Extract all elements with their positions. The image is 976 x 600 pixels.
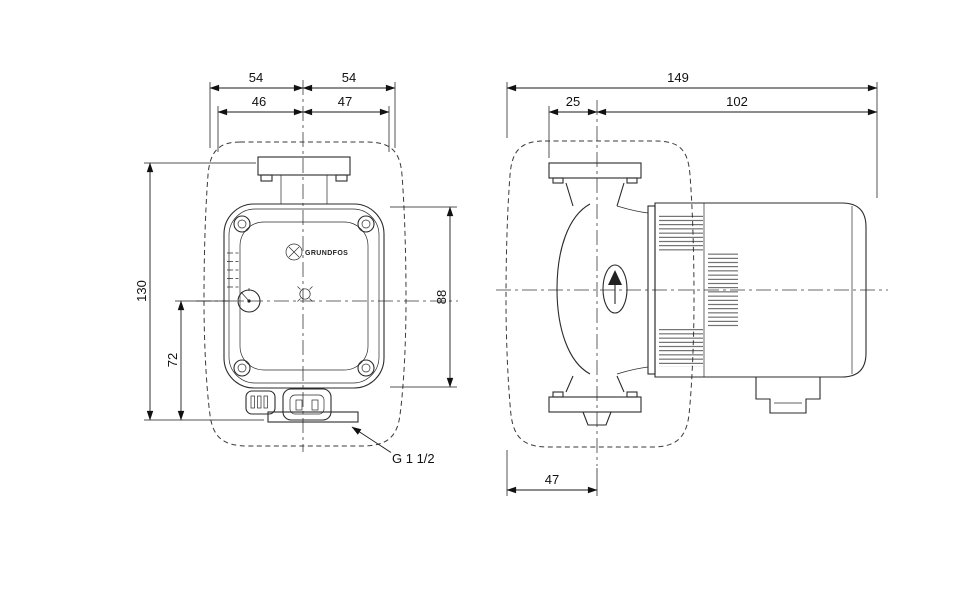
side-top-neck [565, 182, 625, 207]
corner-screw-top-right [357, 215, 375, 233]
front-dimensions: 54 54 46 47 130 72 88 G 1 1/2 [134, 70, 457, 466]
side-top-tooth-right [626, 177, 638, 184]
cooling-fins-bottom [659, 327, 703, 367]
side-bottom-neck [565, 375, 625, 393]
side-bottom-tooth-left [552, 391, 564, 398]
dim-label-88: 88 [434, 290, 449, 304]
thread-label: G 1 1/2 [392, 451, 435, 466]
front-control-panel [239, 221, 369, 371]
dim-label-102: 102 [726, 94, 748, 109]
side-top-tooth-left [552, 177, 564, 184]
front-flange-tooth-right [335, 174, 348, 182]
front-pump-body [223, 203, 385, 389]
dim-label-46: 46 [252, 94, 266, 109]
front-flange-tooth-left [260, 174, 273, 182]
side-bottom-stub [582, 411, 612, 426]
side-insulation-outline [505, 140, 695, 448]
dim-label-72: 72 [165, 353, 180, 367]
brand-wordmark: GRUNDFOS [305, 250, 348, 257]
dim-label-25: 25 [566, 94, 580, 109]
status-indicator-icon [297, 286, 313, 302]
corner-screw-bottom-left [233, 359, 251, 377]
dim-label-47: 47 [338, 94, 352, 109]
dim-label-149: 149 [667, 70, 689, 85]
connector-ribs [708, 253, 738, 327]
front-top-flange [257, 156, 351, 176]
cooling-fins-top [659, 213, 703, 253]
grundfos-emblem-icon [285, 243, 303, 261]
side-bottom-flange [548, 396, 642, 413]
signal-connector [245, 390, 276, 415]
side-view [496, 100, 888, 466]
front-view: GRUNDFOS [196, 80, 458, 452]
side-volute-to-motor [616, 205, 649, 375]
motor-housing [654, 202, 867, 378]
side-bottom-tooth-right [626, 391, 638, 398]
side-electrical-plug [755, 377, 821, 414]
corner-screw-top-left [233, 215, 251, 233]
front-flange-neck [280, 174, 328, 205]
front-pump-body-inner-edge [228, 208, 380, 384]
grundfos-emblem-blade2 [288, 246, 300, 258]
side-volute-outline [556, 203, 591, 375]
flow-direction-indicator [602, 264, 628, 314]
flow-arrow-icon [608, 270, 622, 285]
dim-label-130: 130 [134, 280, 149, 302]
electrical-plug [282, 388, 332, 421]
corner-screw-bottom-right [357, 359, 375, 377]
front-insulation-outline [203, 141, 407, 447]
dim-label-47-side: 47 [545, 472, 559, 487]
dim-label-54-right: 54 [342, 70, 356, 85]
led-scale-markings [227, 252, 239, 288]
side-dimensions: 149 25 102 47 [506, 70, 878, 496]
bottom-union-plate [267, 411, 359, 423]
selector-dial [237, 288, 261, 313]
thread-leader-line [351, 426, 392, 453]
side-top-flange [548, 162, 642, 179]
dim-label-54-left: 54 [249, 70, 263, 85]
grundfos-logo: GRUNDFOS [285, 243, 348, 261]
